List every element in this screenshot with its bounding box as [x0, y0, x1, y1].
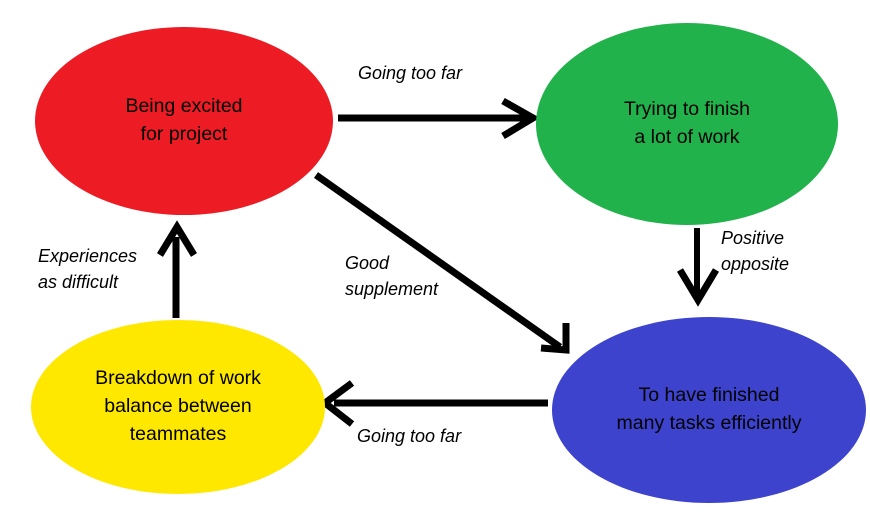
- edge-label-good-supplement-line-1: Good: [345, 253, 390, 273]
- node-ellipse-breakdown[interactable]: [31, 320, 325, 494]
- edge-label-experiences-as-difficult: Experiences as difficult: [38, 243, 137, 295]
- arrow-excited-to-trying: [338, 97, 540, 140]
- edge-label-experiences-as-difficult-line-1: Experiences: [38, 246, 138, 266]
- edge-label-going-too-far-top: Going too far: [358, 60, 462, 86]
- edge-label-going-too-far-bottom-line-1: Going too far: [357, 426, 462, 446]
- arrow-trying-to-finished: [676, 228, 720, 307]
- edge-label-going-too-far-bottom: Going too far: [357, 423, 461, 449]
- arrow-finished-to-breakdown: [319, 380, 548, 427]
- edge-label-experiences-as-difficult-line-2: as difficult: [38, 272, 119, 293]
- node-ellipse-trying[interactable]: [536, 23, 838, 225]
- edge-label-positive-opposite-line-1: Positive: [721, 228, 785, 248]
- edge-label-positive-opposite-line-2: opposite: [721, 254, 790, 275]
- edge-label-good-supplement: Good supplement: [345, 250, 438, 302]
- arrow-breakdown-to-excited: [157, 220, 197, 318]
- edge-label-going-too-far-top-line-1: Going too far: [358, 63, 463, 83]
- edge-label-good-supplement-line-2: supplement: [345, 279, 439, 300]
- node-ellipse-finished[interactable]: [552, 317, 866, 503]
- arrow-excited-to-finished: [313, 172, 570, 354]
- edge-label-positive-opposite: Positive opposite: [721, 225, 789, 277]
- node-ellipse-excited[interactable]: [35, 27, 333, 215]
